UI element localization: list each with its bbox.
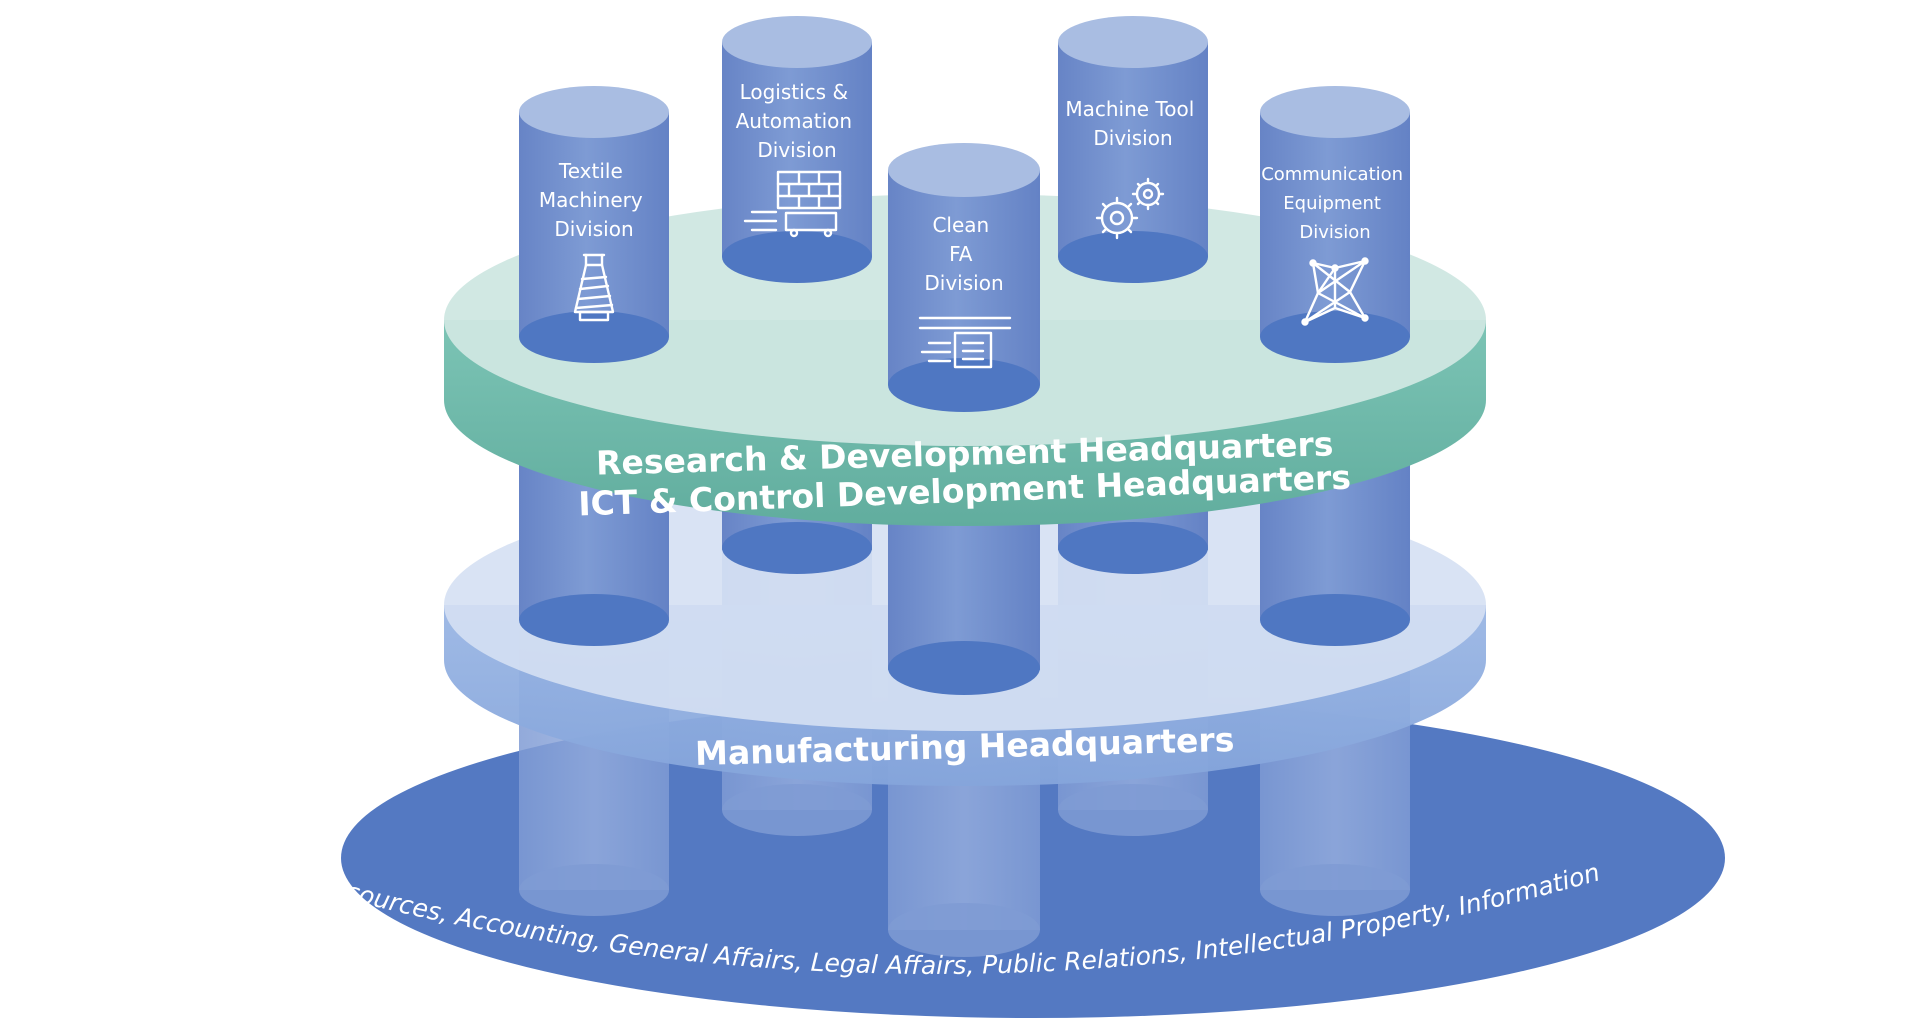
network-icon (1301, 257, 1369, 326)
cleanfa-label: Clean FA Division (924, 213, 1003, 295)
logistics-label: Logistics & Automation Division (736, 80, 859, 162)
division-cleanfa (888, 143, 1040, 412)
communication-label: Communication Equipment Division (1261, 164, 1409, 243)
thread-spool-icon (573, 253, 615, 322)
division-machinetool (1058, 16, 1208, 283)
machinetool-label: Machine Tool Division (1065, 97, 1200, 150)
gears-icon (1095, 177, 1165, 240)
division-logistics (722, 16, 872, 283)
division-textile (519, 86, 669, 363)
overhead-transport-icon (918, 316, 1012, 369)
warehouse-cart-icon (743, 170, 842, 238)
textile-label: Textile Machinery Division (539, 159, 649, 241)
